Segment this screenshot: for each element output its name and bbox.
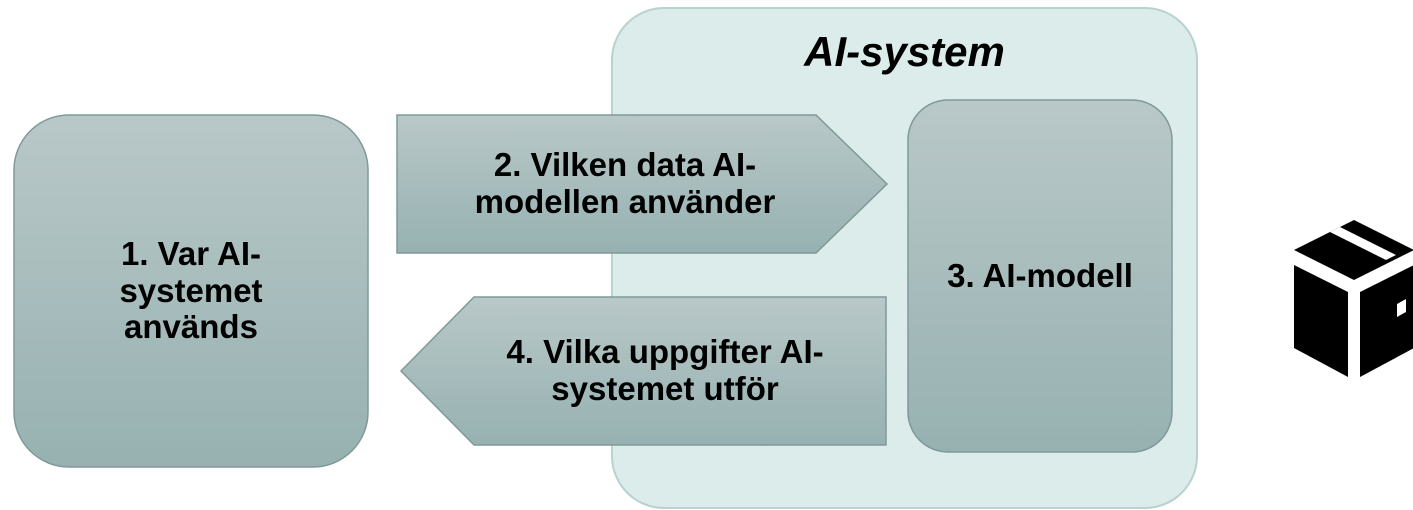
ai-system-title: AI-system bbox=[804, 28, 1005, 75]
model-node-label: 3. AI-modell bbox=[947, 256, 1133, 294]
tasks-arrow-label: 4. Vilka uppgifter AI- systemet utför bbox=[506, 333, 824, 407]
usage-node bbox=[13, 114, 369, 468]
box-icon bbox=[1294, 220, 1413, 377]
data-arrow bbox=[396, 114, 889, 254]
tasks-arrow bbox=[399, 296, 887, 446]
model-node bbox=[907, 99, 1173, 453]
data-arrow-label: 2. Vilken data AI- modellen använder bbox=[474, 146, 776, 220]
usage-node-label: 1. Var AI- systemet används bbox=[119, 234, 263, 346]
